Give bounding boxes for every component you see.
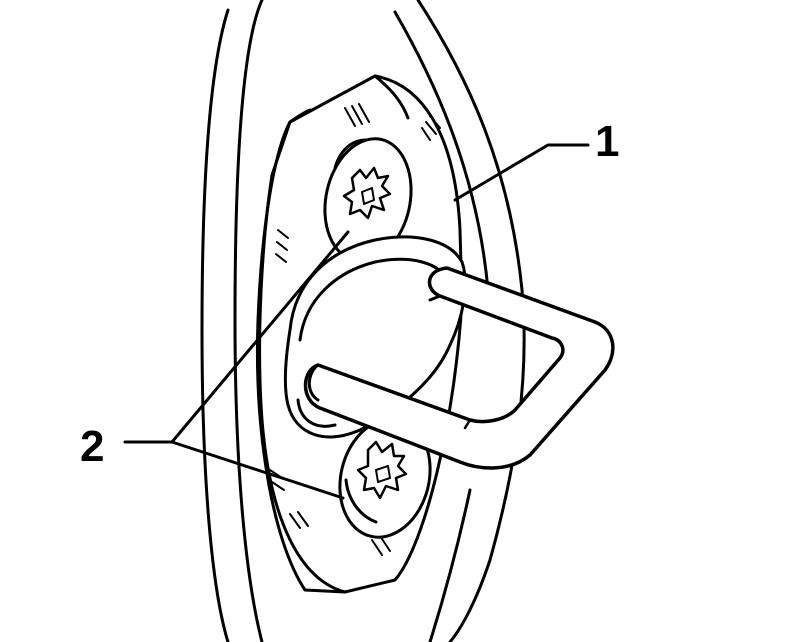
pillar-outline (200, 0, 526, 642)
leader-lines (123, 143, 590, 500)
callout-label-2: 2 (80, 422, 105, 471)
callout-label-1: 1 (595, 117, 620, 166)
striker-loop (303, 266, 615, 470)
lower-screw (338, 417, 432, 539)
